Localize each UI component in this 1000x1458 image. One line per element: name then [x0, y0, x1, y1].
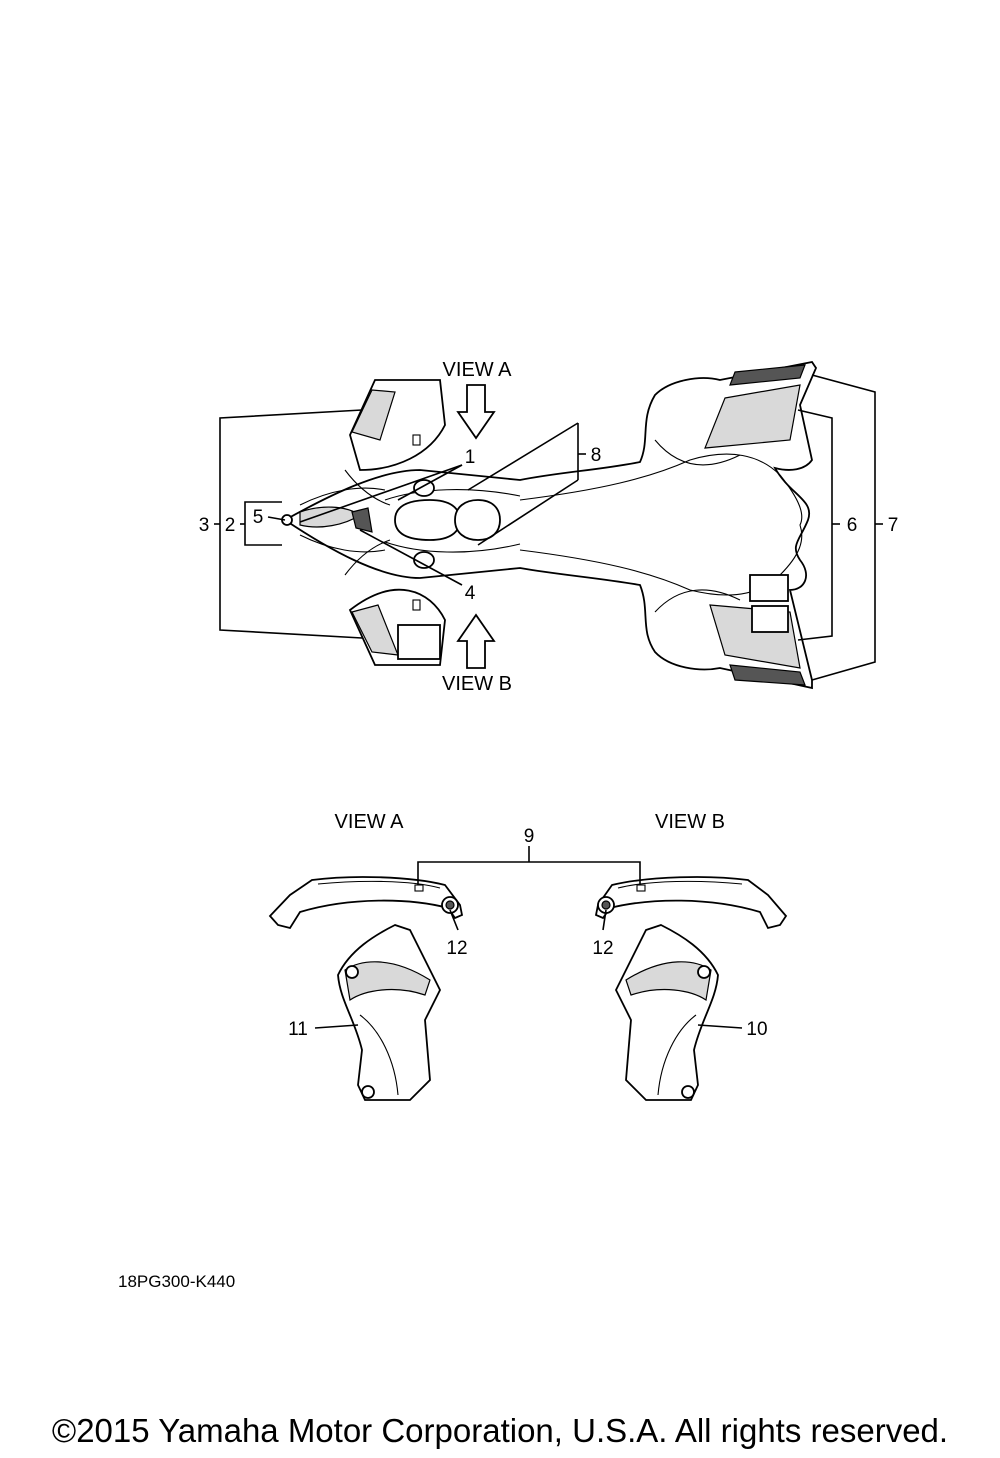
- callout-2: 2: [225, 515, 236, 536]
- view-b-fender-part: [594, 876, 788, 930]
- callout-3: 3: [199, 515, 210, 536]
- leader-lines-bottom: [314, 846, 743, 1029]
- view-a-arrow: [456, 384, 496, 440]
- leader-lines-top: [214, 374, 883, 681]
- callout-12-left: 12: [446, 938, 467, 959]
- callout-1: 1: [465, 447, 476, 468]
- view-a-side-panel: [337, 924, 442, 1101]
- callout-4: 4: [465, 583, 476, 604]
- callout-11: 11: [288, 1019, 308, 1040]
- callout-12-right: 12: [592, 938, 613, 959]
- view-b-label-bottom: VIEW B: [655, 811, 725, 833]
- view-b-label-top: VIEW B: [442, 673, 512, 695]
- callout-5: 5: [253, 507, 264, 528]
- callout-6: 6: [847, 515, 858, 536]
- atv-body-top-view: [281, 361, 818, 690]
- part-code: 18PG300-K440: [118, 1272, 235, 1291]
- view-a-label-bottom: VIEW A: [335, 811, 405, 833]
- callout-7: 7: [888, 515, 899, 536]
- callout-10: 10: [746, 1019, 767, 1040]
- callout-8: 8: [591, 445, 602, 466]
- callout-9: 9: [524, 826, 535, 847]
- view-b-side-panel: [614, 924, 719, 1101]
- view-a-label-top: VIEW A: [443, 359, 513, 381]
- copyright-notice: ©2015 Yamaha Motor Corporation, U.S.A. A…: [51, 1412, 949, 1449]
- view-b-arrow: [456, 613, 496, 669]
- view-a-fender-part: [268, 876, 464, 930]
